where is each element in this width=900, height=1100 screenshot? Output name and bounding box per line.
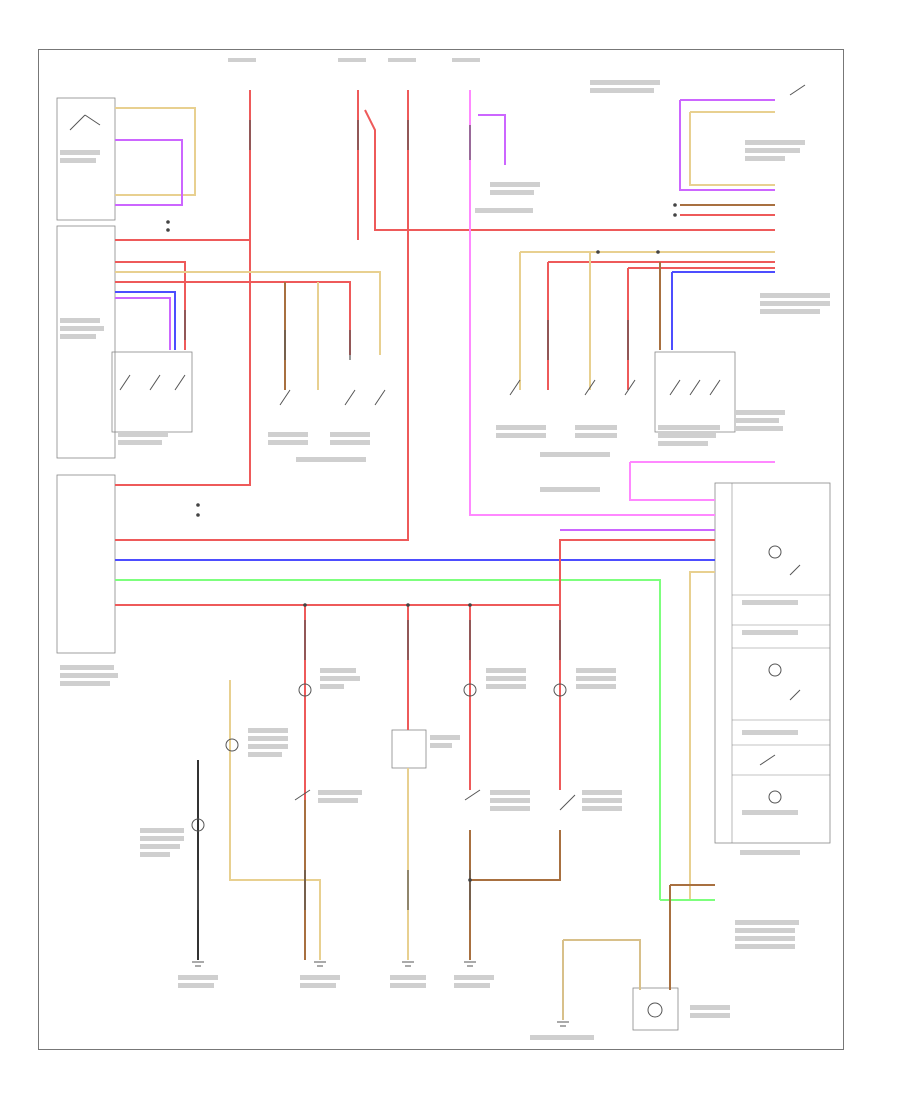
left-front-lamp: [191, 818, 205, 832]
ground-symbols: [192, 961, 569, 1027]
wire-violet-occupancy: [115, 297, 171, 350]
glove-lamp: [298, 683, 312, 697]
front-passenger-occupancy-box: [654, 351, 736, 433]
wire-violet-fr-switch-2: [679, 100, 775, 191]
splice-dots: [166, 203, 677, 882]
fp-seat-switch: [789, 84, 806, 96]
luggage-lamp: [647, 1002, 663, 1018]
left-seat-switch-box: [56, 97, 116, 221]
light-switch-box: [391, 729, 427, 769]
wire-red-front-right: [364, 109, 775, 231]
wire-tan-fr-switch-2: [689, 112, 775, 186]
airbag-switch-2: [789, 689, 801, 701]
rear-light-switches: [279, 389, 386, 406]
airbag-switch-1: [759, 754, 776, 766]
glove-switch: [294, 789, 311, 801]
fp-lumbar-switch: [559, 794, 576, 811]
illegible-label-marks: [60, 58, 830, 1040]
instrument-cluster-box: [56, 474, 116, 654]
rear-occupancy-switches: [119, 374, 186, 391]
airbag-unit-partitions: [731, 483, 830, 843]
wire-violet-seat-switch: [115, 139, 183, 206]
seat-switch-symbol: [69, 114, 101, 131]
wire-pink-lock: [469, 90, 715, 516]
wire-red-bus: [115, 539, 715, 606]
luggage-compartment-light-box: [632, 987, 679, 1031]
wire-brown-fp: [470, 830, 561, 881]
wire-tan-seat-switch: [115, 107, 196, 196]
wire-tan-luggage: [563, 939, 641, 990]
lamp-symbols: [191, 545, 782, 1018]
component-boxes: [56, 97, 831, 1031]
wire-tan-bus: [689, 571, 715, 900]
airbag-lamp-3: [768, 790, 782, 804]
fp-lamp: [553, 683, 567, 697]
wires: [115, 90, 775, 1020]
fp-occupancy-switches: [669, 379, 721, 396]
wire-blue-occupancy: [115, 291, 176, 350]
wire-pink-lock-2: [629, 462, 715, 501]
wire-red-cluster-top: [115, 240, 251, 486]
wire-violet-engine: [478, 114, 506, 165]
wire-tan-occupancy: [115, 271, 381, 355]
diagram-frame: [38, 49, 844, 1050]
airbag-switch-3: [789, 564, 801, 576]
left-lamp: [225, 738, 239, 752]
airbag-lamp-1: [768, 545, 782, 559]
rear-lumbar-switch: [464, 789, 481, 801]
front-light-switches: [509, 379, 636, 396]
left-seat-occupancy-box: [56, 225, 116, 459]
wire-red-cluster: [115, 90, 409, 541]
front-airbag-unit-box: [714, 482, 831, 844]
switch-symbols: [69, 84, 806, 811]
wire-green-bus: [115, 579, 661, 900]
wire-tan-lower: [229, 680, 321, 960]
rear-lamp: [463, 683, 477, 697]
connector-marks: [184, 120, 629, 910]
airbag-lamp-2: [768, 663, 782, 677]
rear-seat-occupancy-box: [111, 351, 193, 433]
